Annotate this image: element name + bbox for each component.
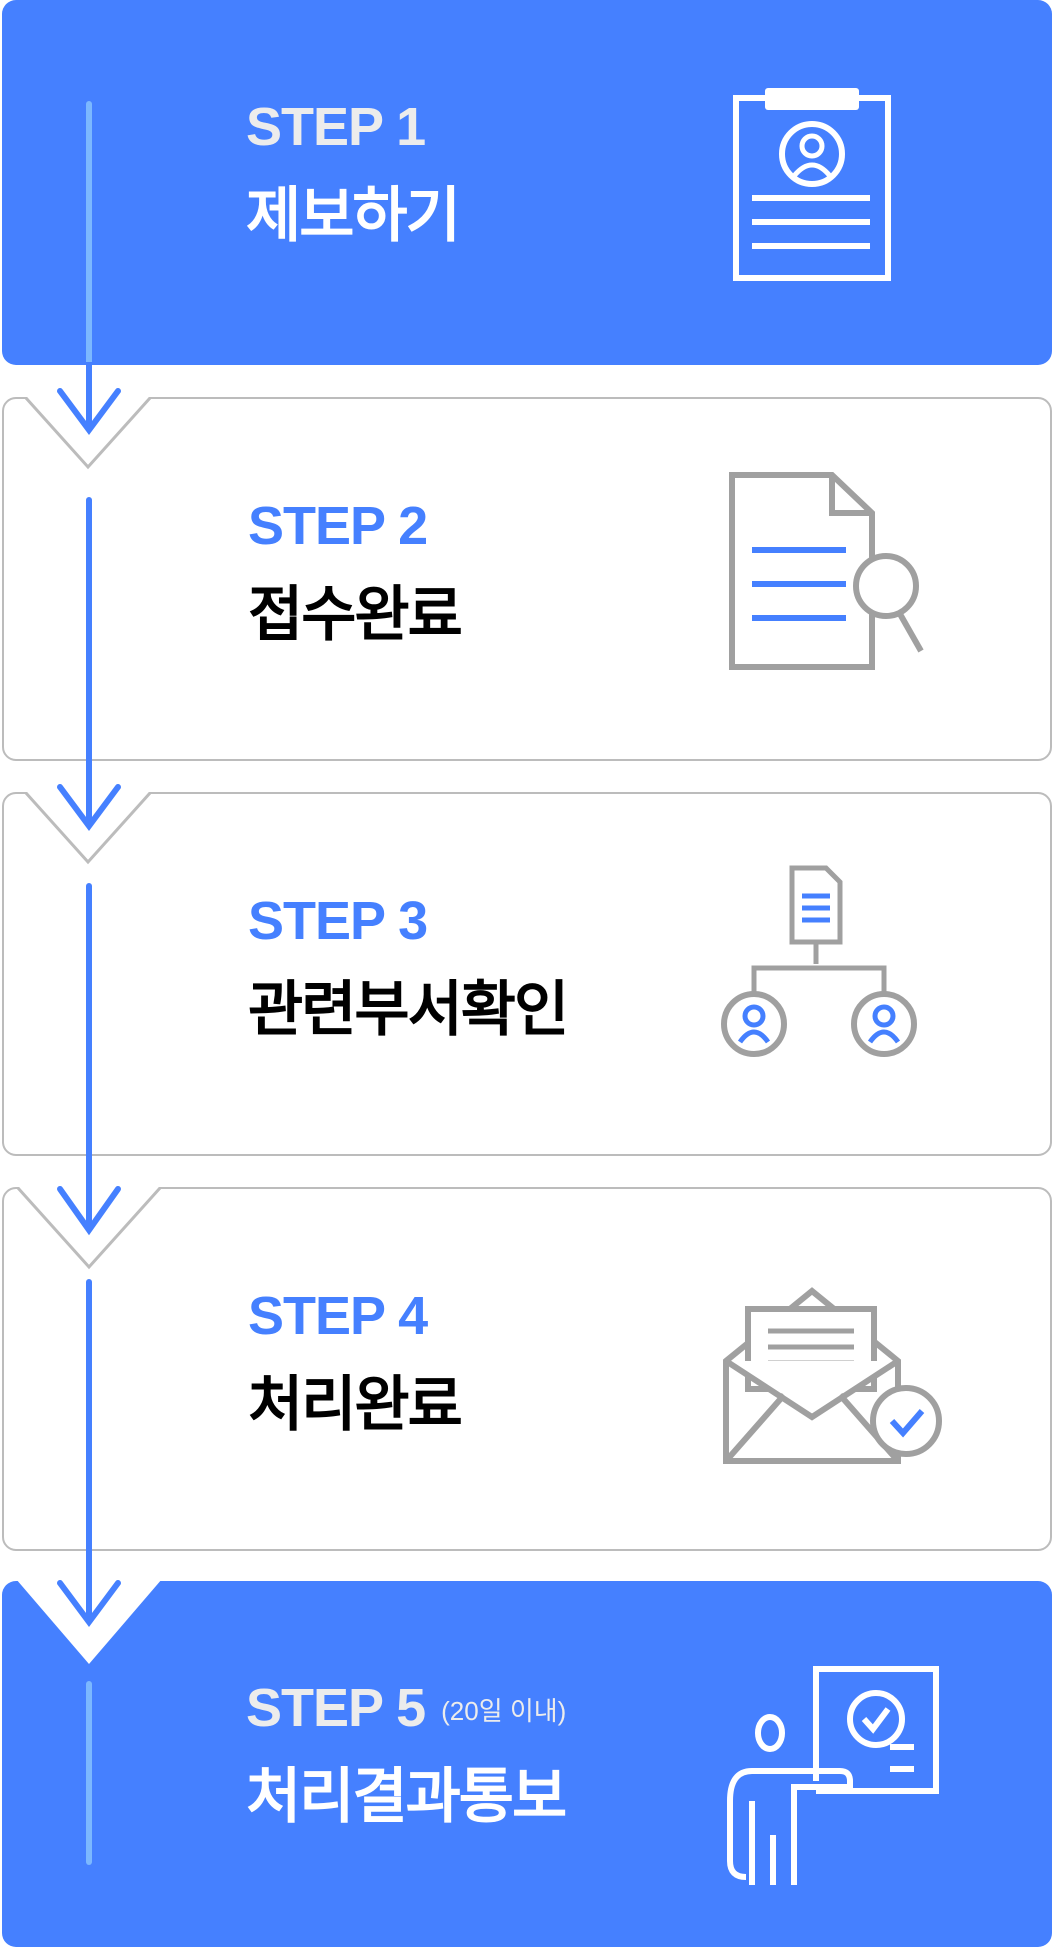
- step-label: STEP 1: [246, 97, 426, 157]
- step-3-card: STEP 3 관련부서확인: [2, 792, 1052, 1156]
- step-label-text: STEP 5: [246, 1678, 426, 1738]
- step-label: STEP 2: [248, 496, 428, 556]
- org-chart-icon: [721, 865, 917, 1057]
- step-label: STEP 5 (20일 이내): [246, 1681, 566, 1735]
- step-2-card: STEP 2 접수완료: [2, 397, 1052, 761]
- step-4-card: STEP 4 처리완료: [2, 1187, 1052, 1551]
- document-search-icon: [729, 472, 924, 670]
- step-label: STEP 4: [248, 1286, 428, 1346]
- step-title: 관련부서확인: [248, 976, 569, 1043]
- clipboard-person-icon: [733, 88, 891, 281]
- step-title: 처리완료: [248, 1371, 463, 1438]
- step-title: 처리결과통보: [246, 1763, 567, 1830]
- step-label: STEP 3: [248, 891, 428, 951]
- step-title: 접수완료: [248, 581, 463, 648]
- step-deadline: (20일 이내): [441, 1696, 567, 1726]
- presenter-check-icon: [727, 1666, 939, 1885]
- step-title: 제보하기: [246, 182, 461, 249]
- step-5-card: STEP 5 (20일 이내) 처리결과통보: [2, 1581, 1052, 1947]
- step-1-card: STEP 1 제보하기: [2, 0, 1052, 365]
- envelope-check-icon: [723, 1287, 942, 1464]
